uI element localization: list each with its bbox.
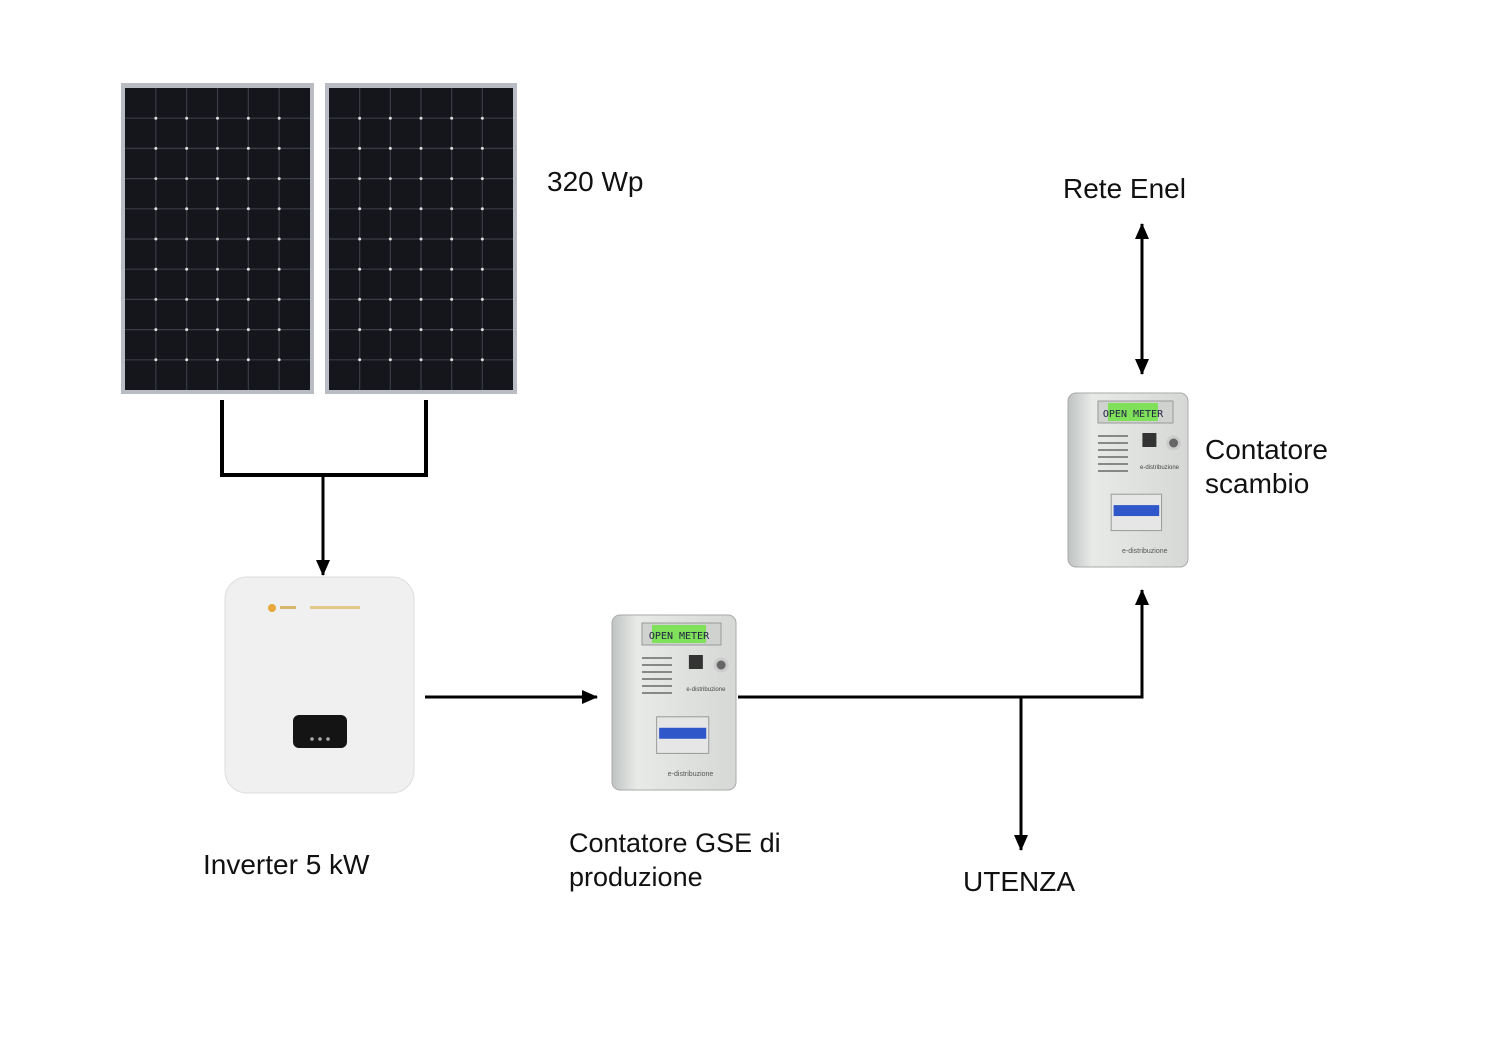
- production-meter-label-line1: Contatore GSE di: [569, 828, 781, 858]
- meter-display: [1108, 403, 1158, 421]
- load-label: UTENZA: [963, 866, 1075, 897]
- svg-text:e-distribuzione: e-distribuzione: [1140, 465, 1180, 471]
- panel-power-label: 320 Wp: [547, 166, 644, 197]
- grid-label: Rete Enel: [1063, 173, 1186, 204]
- inverter: [224, 576, 415, 794]
- breaker: [659, 727, 707, 739]
- exchange-meter: OPEN METER e-distribuzione e-distribuzione: [1067, 392, 1189, 568]
- svg-text:e-distribuzione: e-distribuzione: [686, 687, 726, 693]
- svg-text:e-distribuzione: e-distribuzione: [1122, 548, 1168, 555]
- inverter-logo: [268, 604, 276, 612]
- svg-text:e-distribuzione: e-distribuzione: [668, 771, 714, 778]
- solar-panel-1: [121, 83, 314, 394]
- solar-panel-2: [325, 83, 517, 394]
- exchange-meter-label-line1: Contatore: [1205, 434, 1328, 465]
- inverter-label: Inverter 5 kW: [203, 849, 370, 880]
- production-meter: OPEN METER e-distribuzione e-distribuzione: [611, 614, 737, 791]
- ac-wiring: [738, 223, 1149, 851]
- meter-display-text: OPEN METER: [1103, 409, 1164, 420]
- production-meter-label-line2: produzione: [569, 862, 703, 892]
- solar-panels: [121, 83, 517, 394]
- meter-display-text: OPEN METER: [649, 631, 710, 642]
- panel-wiring: [220, 400, 428, 576]
- exchange-meter-label-line2: scambio: [1205, 468, 1310, 499]
- meter-display: [652, 625, 706, 643]
- inverter-display: [293, 715, 347, 748]
- breaker: [1113, 505, 1160, 517]
